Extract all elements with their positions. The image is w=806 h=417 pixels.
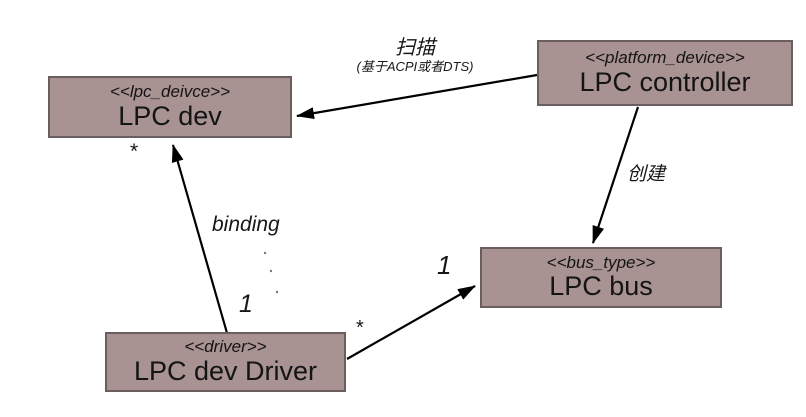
- driver-to-bus-arrow: [346, 285, 476, 360]
- binding-multiplicity-near-dev: *: [130, 140, 139, 163]
- scan-arrow-sublabel: (基于ACPI或者DTS): [356, 59, 474, 74]
- lpc-controller-title: LPC controller: [579, 66, 751, 97]
- lpc-bus-stereotype: <<bus_type>>: [546, 252, 656, 272]
- binding-arrow: [171, 144, 229, 334]
- driver-to-bus-multiplicity-near-bus: 1: [437, 250, 452, 280]
- lpc-dev-driver-title: LPC dev Driver: [133, 355, 318, 386]
- binding-multiplicity-near-driver: 1: [239, 290, 253, 318]
- node-lpc-dev: <<lpc_deivce>> LPC dev: [48, 76, 292, 138]
- create-arrow: [591, 106, 640, 244]
- lpc-controller-stereotype: <<platform_device>>: [585, 48, 745, 68]
- scan-arrow-label: 扫描: [395, 37, 435, 59]
- create-arrow-label: 创建: [627, 164, 666, 185]
- node-lpc-controller: <<platform_device>> LPC controller: [537, 40, 793, 106]
- binding-arrow-label: binding: [212, 213, 280, 236]
- lpc-dev-title: LPC dev: [118, 100, 222, 131]
- node-lpc-dev-driver: <<driver>> LPC dev Driver: [105, 332, 346, 392]
- lpc-bus-title: LPC bus: [549, 271, 653, 302]
- dotted-line-fragment: [263, 251, 279, 294]
- scan-arrow: [296, 73, 538, 120]
- lpc-dev-driver-stereotype: <<driver>>: [184, 337, 267, 357]
- node-lpc-bus: <<bus_type>> LPC bus: [480, 247, 722, 308]
- driver-to-bus-multiplicity-near-driver: *: [356, 317, 364, 339]
- lpc-dev-stereotype: <<lpc_deivce>>: [109, 82, 231, 102]
